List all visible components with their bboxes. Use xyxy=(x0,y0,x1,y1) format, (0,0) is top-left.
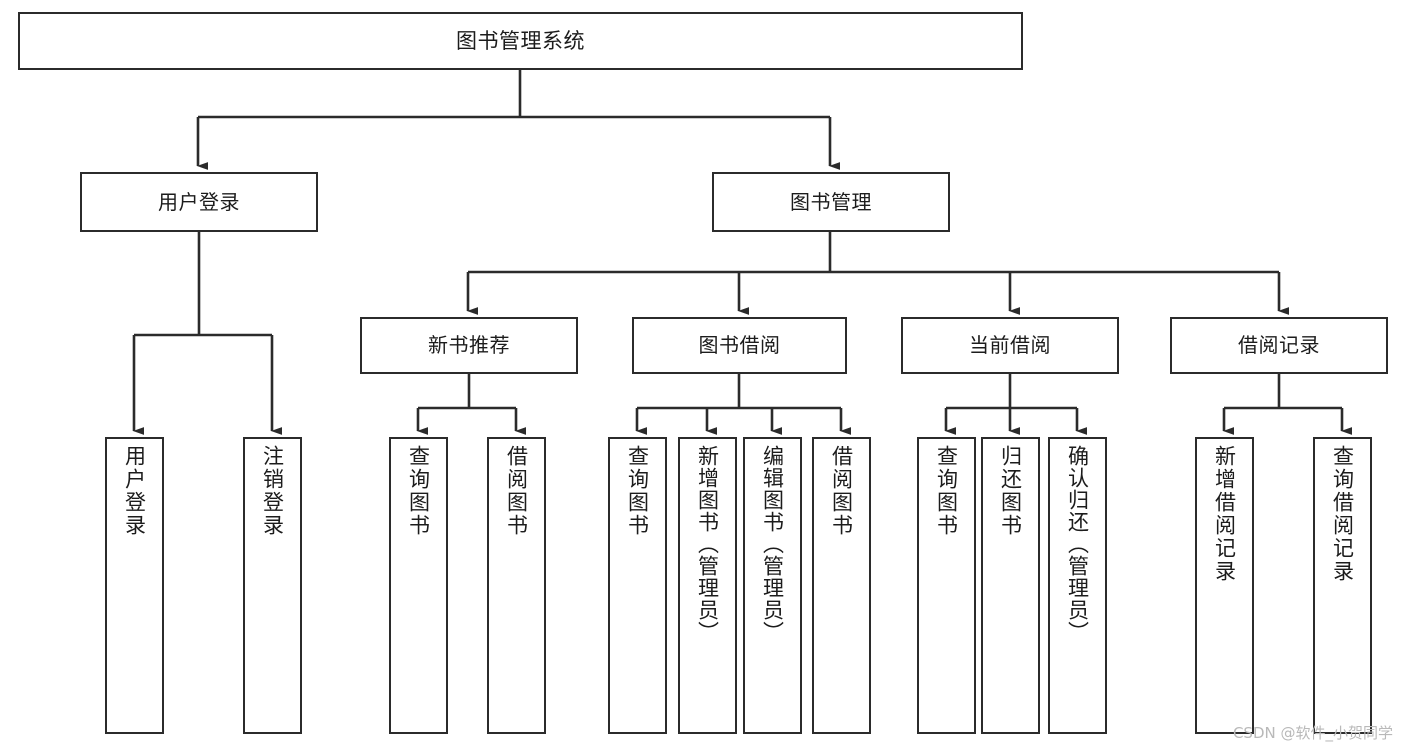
node-user-login[interactable]: 用户登录 xyxy=(80,172,318,232)
node-leaf-query-book-current[interactable]: 查询图书 xyxy=(917,437,976,734)
node-label: 确认归还（管理员） xyxy=(1065,445,1090,643)
node-leaf-edit-book-admin[interactable]: 编辑图书（管理员） xyxy=(743,437,802,734)
node-label: 用户登录 xyxy=(122,445,147,537)
node-label: 图书借阅 xyxy=(698,333,781,357)
node-label: 新增借阅记录 xyxy=(1212,445,1237,583)
node-label: 借阅图书 xyxy=(829,445,854,537)
node-book-management[interactable]: 图书管理 xyxy=(712,172,950,232)
node-leaf-query-book-borrow[interactable]: 查询图书 xyxy=(608,437,667,734)
node-leaf-add-book-admin[interactable]: 新增图书（管理员） xyxy=(678,437,737,734)
node-label: 编辑图书（管理员） xyxy=(760,445,785,643)
node-book-borrow[interactable]: 图书借阅 xyxy=(632,317,847,374)
node-leaf-add-borrow-record[interactable]: 新增借阅记录 xyxy=(1195,437,1254,734)
node-leaf-borrow-book[interactable]: 借阅图书 xyxy=(812,437,871,734)
node-leaf-return-book[interactable]: 归还图书 xyxy=(981,437,1040,734)
node-leaf-confirm-return-admin[interactable]: 确认归还（管理员） xyxy=(1048,437,1107,734)
node-root-book-management-system[interactable]: 图书管理系统 xyxy=(18,12,1023,70)
node-leaf-user-login[interactable]: 用户登录 xyxy=(105,437,164,734)
watermark-text: CSDN @软件_小贺同学 xyxy=(1232,724,1393,742)
node-leaf-borrow-book-recommend[interactable]: 借阅图书 xyxy=(487,437,546,734)
node-label: 查询图书 xyxy=(406,445,431,537)
node-label: 新增图书（管理员） xyxy=(695,445,720,643)
node-current-borrow[interactable]: 当前借阅 xyxy=(901,317,1119,374)
node-label: 查询图书 xyxy=(625,445,650,537)
node-label: 图书管理 xyxy=(790,189,872,214)
node-leaf-query-borrow-record[interactable]: 查询借阅记录 xyxy=(1313,437,1372,734)
node-new-book-recommend[interactable]: 新书推荐 xyxy=(360,317,578,374)
node-label: 用户登录 xyxy=(158,189,240,214)
node-borrow-record[interactable]: 借阅记录 xyxy=(1170,317,1388,374)
node-label: 借阅图书 xyxy=(504,445,529,537)
node-leaf-user-logout[interactable]: 注销登录 xyxy=(243,437,302,734)
node-label: 查询图书 xyxy=(934,445,959,537)
node-leaf-query-book-recommend[interactable]: 查询图书 xyxy=(389,437,448,734)
node-label: 归还图书 xyxy=(998,445,1023,537)
node-label: 当前借阅 xyxy=(969,333,1051,357)
node-label: 借阅记录 xyxy=(1238,333,1320,357)
node-label: 图书管理系统 xyxy=(456,28,585,53)
node-label: 查询借阅记录 xyxy=(1330,445,1355,583)
node-label: 新书推荐 xyxy=(428,333,510,357)
node-label: 注销登录 xyxy=(260,445,285,537)
